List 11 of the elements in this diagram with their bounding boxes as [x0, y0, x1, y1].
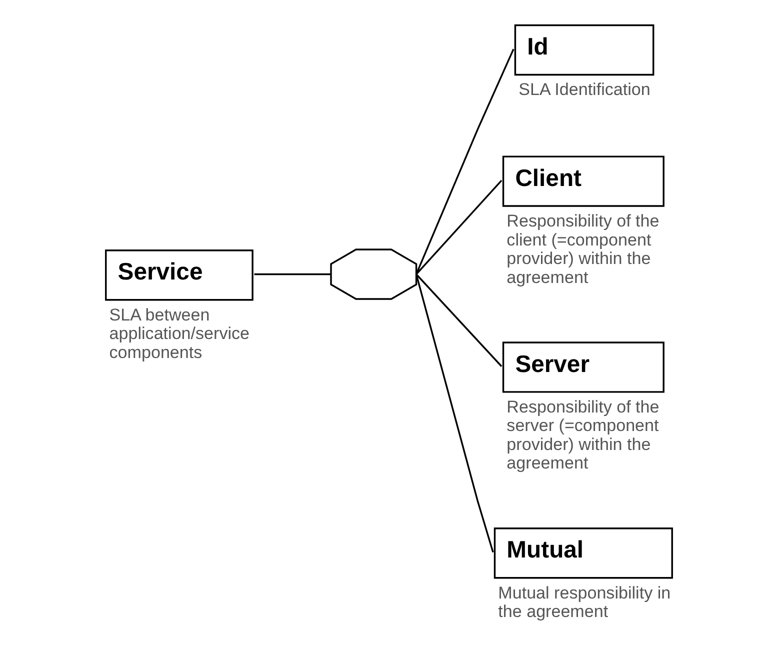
node-octagon — [330, 248, 418, 300]
node-label: SLA Identification — [518, 80, 650, 100]
node-label: Responsibility of the server (=component provider) within the agreement — [506, 397, 660, 473]
connector — [415, 274, 494, 553]
connector — [416, 274, 502, 367]
node-label: Mutual responsibility in the agreement — [498, 583, 671, 622]
connector — [416, 180, 502, 275]
node-label: SLA between application/service components — [109, 305, 250, 362]
node-label: Responsibility of the client (=component provider) within the agreement — [506, 212, 660, 287]
connector — [254, 273, 331, 276]
connector — [416, 48, 514, 275]
